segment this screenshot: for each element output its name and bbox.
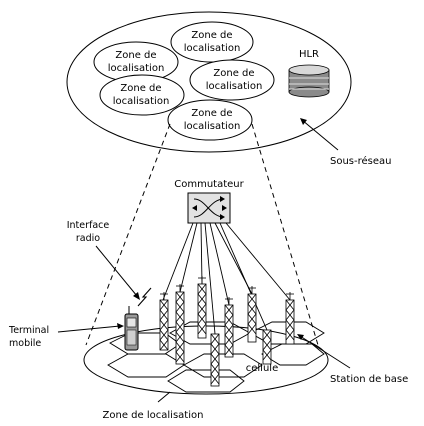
hlr-database-icon xyxy=(288,64,330,98)
subnetwork-pointer xyxy=(301,119,339,151)
subnetwork-label: Sous-réseau xyxy=(330,155,392,167)
mobile-phone-icon xyxy=(124,306,139,351)
radio-interface-arrowhead xyxy=(133,292,140,300)
zone-3-line1: Zone de xyxy=(213,68,254,79)
base-station-arrowhead xyxy=(297,334,304,340)
zone-ellipse-3 xyxy=(189,59,275,101)
base-station-towers xyxy=(159,283,295,387)
subnetwork-arrowhead xyxy=(300,118,307,125)
location-area-pointer xyxy=(157,391,171,403)
terminal-pointer xyxy=(57,325,121,333)
zone-ellipse-4 xyxy=(99,74,185,116)
base-station-pointer xyxy=(299,335,351,369)
switch-label: Commutateur xyxy=(174,179,244,190)
terminal-arrowhead xyxy=(117,323,124,329)
zone-5-line1: Zone de xyxy=(191,108,232,119)
tower-2 xyxy=(175,291,185,365)
location-area-label: Zone de localisation xyxy=(103,410,204,421)
radio-interface-line2: radio xyxy=(76,233,100,244)
zone-2-line2: localisation xyxy=(184,43,241,54)
radio-interface-line1: Interface xyxy=(67,220,110,231)
subnetwork-ellipse xyxy=(66,11,352,153)
switch-links xyxy=(162,222,291,335)
tower-3 xyxy=(197,283,207,339)
zone-3-line2: localisation xyxy=(206,81,263,92)
tower-1 xyxy=(159,299,169,351)
projection-line-left xyxy=(85,123,171,346)
radio-lightning-icon xyxy=(137,287,152,307)
terminal-line2: mobile xyxy=(9,338,41,349)
tower-6 xyxy=(247,293,257,343)
tower-8 xyxy=(285,299,295,345)
projection-line-right xyxy=(251,123,319,346)
zone-ellipse-2 xyxy=(170,21,254,63)
antenna-tips xyxy=(160,276,294,305)
switch-icon xyxy=(187,192,231,224)
hlr-label: HLR xyxy=(299,49,319,60)
base-station-label: Station de base xyxy=(330,374,408,385)
zone-2-line1: Zone de xyxy=(191,30,232,41)
zone-4-line2: localisation xyxy=(113,96,170,107)
tower-7 xyxy=(262,329,272,365)
zone-4-line1: Zone de xyxy=(120,83,161,94)
zone-ellipse-5 xyxy=(167,99,253,141)
tower-4 xyxy=(210,333,220,387)
terminal-line1: Terminal xyxy=(8,325,49,336)
radio-interface-pointer xyxy=(95,245,138,297)
zone-1-line2: localisation xyxy=(108,63,165,74)
tower-5 xyxy=(224,304,234,358)
zone-5-line2: localisation xyxy=(184,121,241,132)
cell-label: cellule xyxy=(246,363,278,374)
zone-1-line1: Zone de xyxy=(115,50,156,61)
